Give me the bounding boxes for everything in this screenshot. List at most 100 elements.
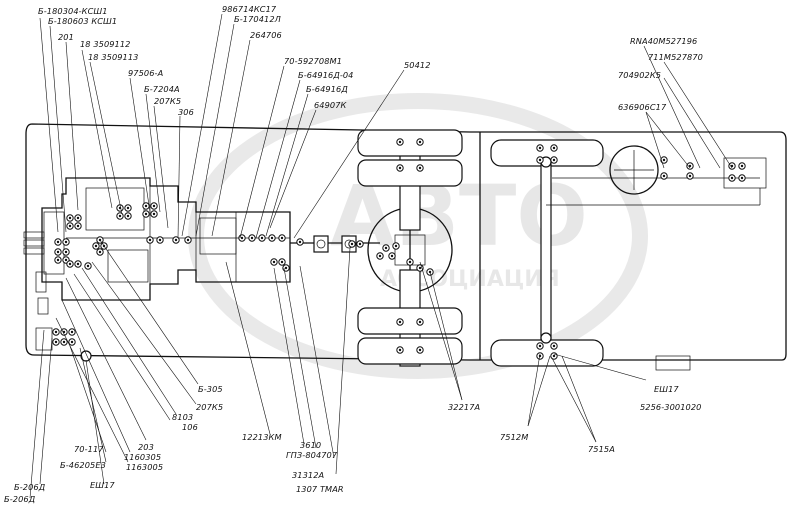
bearing-symbol-dot (418, 166, 422, 170)
bearing-symbol-dot (662, 158, 666, 162)
bearing-symbol-dot (64, 240, 68, 244)
bearing-symbol-dot (418, 320, 422, 324)
bearing-symbol-dot (86, 264, 90, 268)
leader-lines (29, 13, 733, 499)
part-label: Б-46205Е3 (60, 460, 106, 470)
part-label: Б-64916Д (306, 84, 348, 94)
bearing-symbol-dot (272, 260, 276, 264)
bearing-symbol-dot (284, 266, 288, 270)
bearing-symbol-dot (384, 246, 388, 250)
bearing-symbol-dot (152, 212, 156, 216)
bearing-symbol-dot (250, 236, 254, 240)
bearing-symbol-dot (552, 344, 556, 348)
part-label: 201 (58, 32, 74, 42)
bearing-symbol-dot (280, 236, 284, 240)
part-label: Б-180603 КСШ1 (48, 16, 117, 26)
part-label: 306 (178, 107, 194, 117)
part-label: Б-206Д (4, 494, 36, 504)
bearing-symbol-dot (418, 348, 422, 352)
bearing-symbol-dot (70, 330, 74, 334)
bearing-symbol-dot (148, 238, 152, 242)
bearing-symbol-dot (68, 216, 72, 220)
bearing-symbol-dot (390, 254, 394, 258)
part-label: 31312А (292, 470, 325, 480)
part-label: 711М527870 (648, 52, 703, 62)
bearing-symbol-dot (378, 254, 382, 258)
chassis-frame-outline (25, 123, 787, 361)
bearing-symbol-dot (56, 240, 60, 244)
part-label: ГПЗ-804707 (286, 450, 338, 460)
part-label: 207К5 (154, 96, 181, 106)
bearing-symbol-dot (398, 320, 402, 324)
bearing-symbol-dot (552, 158, 556, 162)
bearing-symbol-dot (270, 236, 274, 240)
bearing-symbol-dot (408, 260, 412, 264)
bearing-symbol-dot (730, 176, 734, 180)
part-label: 1307 ТМАR (296, 484, 344, 494)
bearing-symbol-dot (68, 224, 72, 228)
driveshaft (290, 235, 380, 253)
part-label: 18 3509112 (80, 39, 131, 49)
bearing-symbol-dot (398, 348, 402, 352)
bearing-symbol-dot (418, 266, 422, 270)
part-label: Б-305 (198, 384, 223, 394)
bearing-symbol-dot (418, 140, 422, 144)
bearing-symbol-dot (552, 354, 556, 358)
bearing-symbol-dot (54, 330, 58, 334)
bearing-symbol-dot (94, 244, 98, 248)
bearing-symbol-dot (76, 262, 80, 266)
part-label: 7512М (500, 432, 528, 442)
bearing-symbol-dot (538, 146, 542, 150)
part-label: 18 3509113 (88, 52, 139, 62)
bearing-symbol-dot (158, 238, 162, 242)
bearing-symbol-dot (54, 340, 58, 344)
bearing-symbol-dot (64, 250, 68, 254)
bearing-symbol-dot (538, 344, 542, 348)
bearing-symbol-dot (552, 146, 556, 150)
bearing-symbol-dot (64, 258, 68, 262)
bearing-symbol-dot (70, 340, 74, 344)
front-axle (479, 132, 767, 371)
top-labels: Б-180304-КСШ1 Б-180603 КСШ1 201 18 35091… (38, 4, 703, 117)
front-pulley-stack (23, 231, 53, 351)
bearing-symbol-dot (740, 176, 744, 180)
part-label: 1163005 (126, 462, 163, 472)
part-label: Б-170412Л (234, 14, 281, 24)
bearing-symbol-dot (350, 242, 354, 246)
bearing-symbol-dot (56, 258, 60, 262)
part-label: 1160305 (124, 452, 161, 462)
bearing-symbol-dot (688, 164, 692, 168)
bearing-symbol-dot (298, 240, 302, 244)
part-label: 636906С17 (618, 102, 667, 112)
part-label: Б-206Д (14, 482, 46, 492)
part-label: Б-64916Д-04 (298, 70, 354, 80)
part-label: 70-117 (74, 444, 104, 454)
part-label: ЕШ17 (654, 384, 679, 394)
bottom-labels: Б-305 207К5 8103 106 203 1160305 1163005… (4, 384, 701, 504)
part-label: RNA40М527196 (630, 36, 697, 46)
bearing-symbol-dot (662, 174, 666, 178)
part-label: 207К5 (196, 402, 223, 412)
bearing-symbol-dot (240, 236, 244, 240)
part-label: 106 (182, 422, 198, 432)
part-label: 5256-3001020 (640, 402, 701, 412)
part-label: 12213КМ (242, 432, 282, 442)
bearing-symbol-dot (152, 204, 156, 208)
bearing-symbol-dot (144, 212, 148, 216)
bearing-symbol-dot (144, 204, 148, 208)
bearing-symbol-dot (538, 158, 542, 162)
part-label: 64907К (314, 100, 348, 110)
bearing-symbol-dot (394, 244, 398, 248)
bearing-symbol-dot (126, 206, 130, 210)
part-label: Б-7204А (144, 84, 180, 94)
bearing-symbol-dot (358, 242, 362, 246)
bearing-symbol-dot (56, 250, 60, 254)
bearing-symbol-dot (260, 236, 264, 240)
bearing-symbol-dot (118, 214, 122, 218)
part-label: 203 (138, 442, 154, 452)
part-label: 3610 (300, 440, 321, 450)
part-label: 986714КС17 (222, 4, 277, 14)
part-label: 8103 (172, 412, 193, 422)
part-label: ЕШ17 (90, 480, 115, 490)
